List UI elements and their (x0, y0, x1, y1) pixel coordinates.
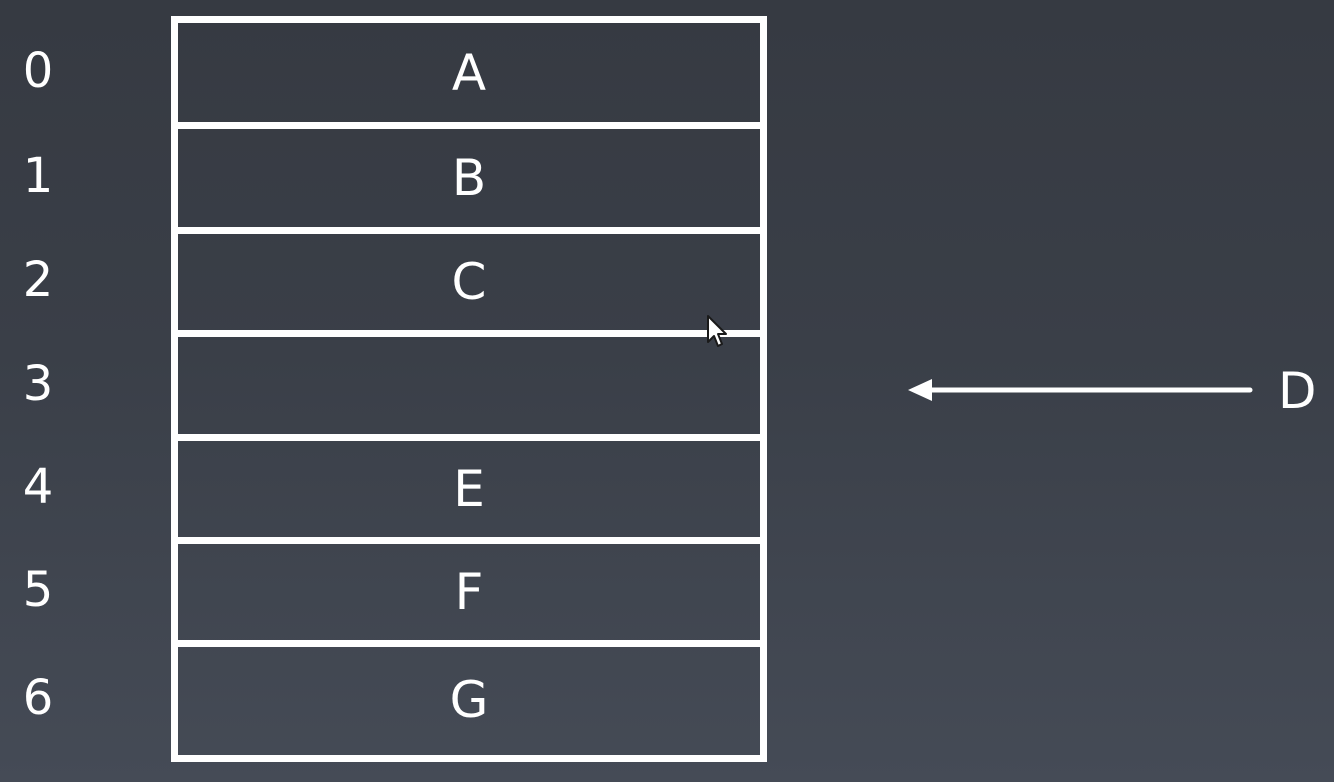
mouse-pointer-icon (707, 315, 727, 347)
array-slot-4: E (453, 460, 485, 518)
slot-divider (178, 640, 760, 647)
slot-divider (178, 122, 760, 129)
array-slot-5: F (454, 563, 484, 621)
slot-index-3: 3 (22, 355, 54, 412)
slot-index-2: 2 (22, 252, 54, 308)
array-frame (171, 16, 767, 762)
array-slot-3 (178, 337, 760, 434)
array-slot-2: C (451, 253, 487, 311)
slot-divider (178, 330, 760, 337)
slot-index-0: 0 (22, 42, 54, 99)
slot-index-6: 6 (22, 670, 54, 726)
slot-divider (178, 537, 760, 544)
incoming-element-label: D (1278, 362, 1317, 420)
array-slot-6: G (449, 671, 489, 729)
slot-index-4: 4 (22, 459, 54, 515)
arrow-left-icon (908, 379, 1253, 401)
slot-divider (178, 434, 760, 441)
slot-index-1: 1 (22, 148, 54, 204)
array-slot-0: A (451, 43, 487, 102)
slot-index-5: 5 (22, 562, 54, 618)
slot-divider (178, 227, 760, 234)
array-slot-1: B (451, 149, 487, 207)
